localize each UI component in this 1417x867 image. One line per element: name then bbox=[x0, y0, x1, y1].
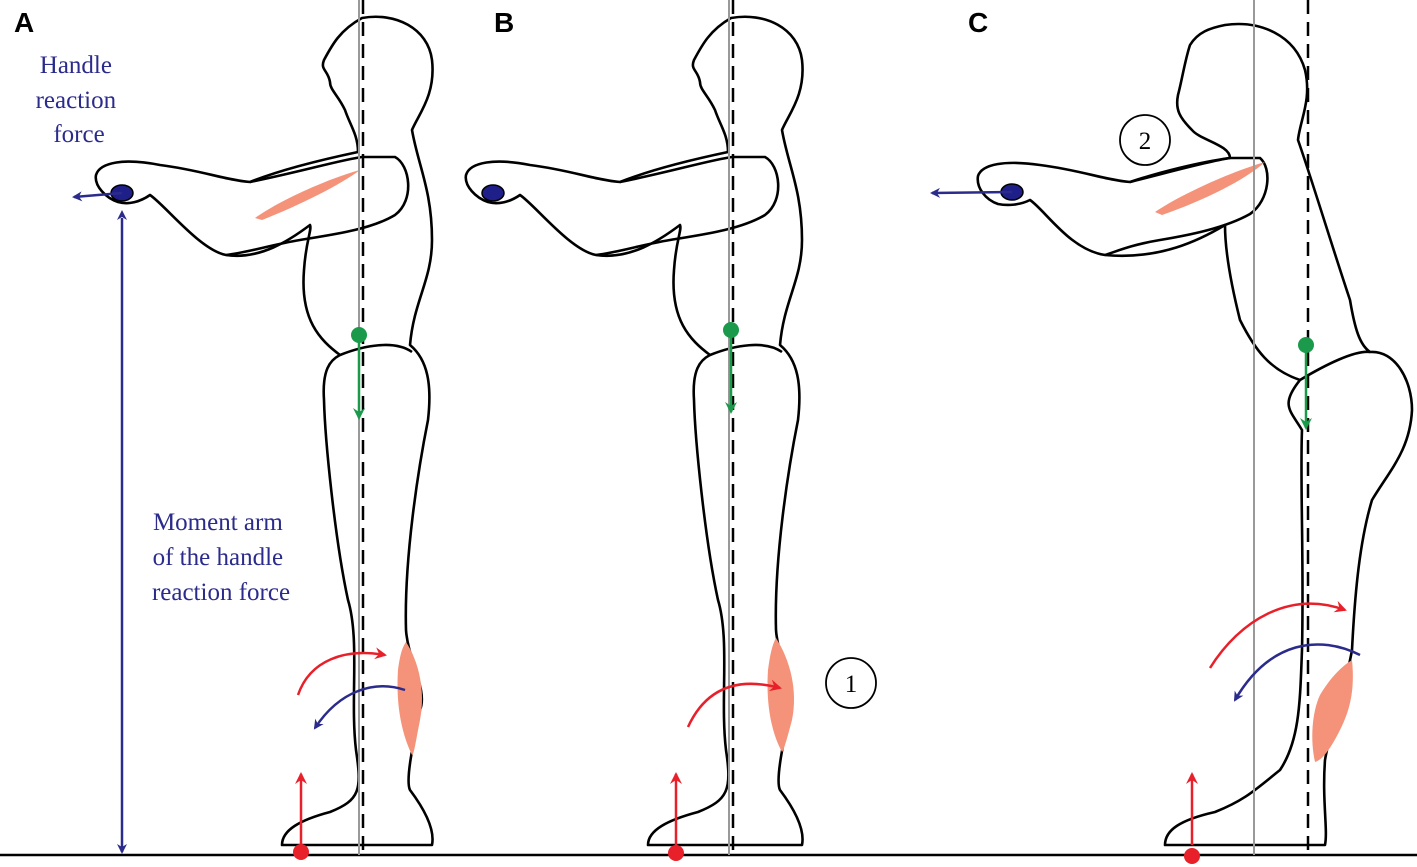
marker-2-circle bbox=[1119, 114, 1171, 166]
panel-b: B 1 bbox=[464, 0, 877, 861]
biceps-muscle-a bbox=[255, 170, 360, 220]
figure-c bbox=[976, 22, 1414, 847]
ankle-torque-blue-a bbox=[313, 685, 406, 730]
handle-force-label: Handle reaction force bbox=[36, 52, 123, 148]
panel-letter-c: C bbox=[968, 7, 988, 38]
handle-force-arrow-c bbox=[930, 187, 1013, 198]
marker-1-label: 1 bbox=[845, 671, 858, 698]
marker-2-label: 2 bbox=[1139, 128, 1152, 155]
panel-c: C 2 bbox=[930, 0, 1414, 864]
ankle-torque-red-a bbox=[296, 647, 387, 696]
calf-muscle-c bbox=[1312, 660, 1353, 762]
figure-b bbox=[464, 15, 804, 847]
ground-point-b bbox=[668, 845, 684, 861]
calf-muscle-b bbox=[767, 638, 795, 752]
ankle-torque-red-c bbox=[1208, 600, 1347, 669]
ankle-torque-red-b bbox=[686, 679, 782, 728]
hand-b bbox=[481, 184, 505, 202]
biceps-muscle-c bbox=[1155, 162, 1265, 215]
ground-point-a bbox=[293, 844, 309, 860]
ankle-torque-blue-c bbox=[1233, 643, 1361, 702]
ground-point-c bbox=[1184, 848, 1200, 864]
panel-letter-b: B bbox=[494, 7, 514, 38]
moment-arm-label: Moment arm of the handle reaction force bbox=[152, 509, 290, 606]
handle-force-arrow-a bbox=[72, 191, 123, 202]
calf-muscle-a bbox=[397, 642, 423, 755]
marker-1-circle bbox=[825, 657, 877, 709]
panel-a: A Handle reaction force Moment arm of th… bbox=[14, 0, 434, 860]
panel-letter-a: A bbox=[14, 7, 34, 38]
figure-a bbox=[94, 15, 434, 847]
